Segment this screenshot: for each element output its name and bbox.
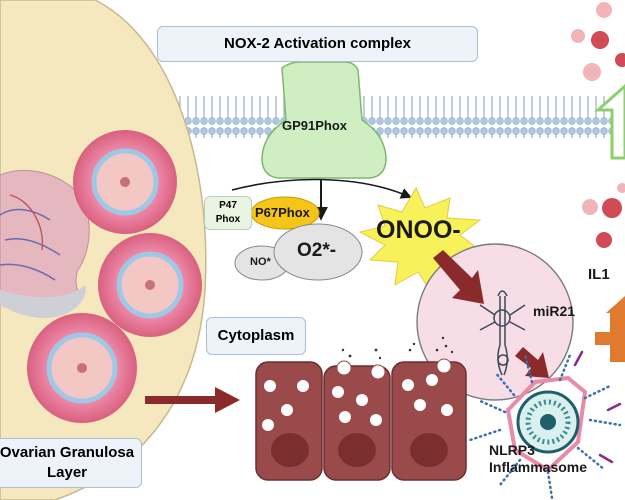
mir21-to-inflammasome-arrow <box>515 347 549 378</box>
nlrp3-label: NLRP3 Inflammasome <box>489 442 625 476</box>
il1-label: IL1 <box>588 266 610 283</box>
p47-label-1: P47 <box>219 200 237 211</box>
no-label: NO* <box>250 256 271 268</box>
cell-secretion-icon <box>255 336 467 481</box>
nlrp3-label-2: Inflammasome <box>489 459 588 475</box>
granulosa-follicle-icon <box>73 130 177 234</box>
green-release-arrow <box>594 83 625 160</box>
inflammasome-to-il1-arrow <box>595 310 625 362</box>
ovarian-label-1: Ovarian Granulosa <box>0 444 135 461</box>
p47-label-2: Phox <box>215 214 241 225</box>
p47-box: P47 Phox <box>204 196 252 230</box>
cytoplasm-box: Cytoplasm <box>206 317 306 355</box>
onoo-label: ONOO- <box>376 216 461 244</box>
ovarian-granulosa-box: Ovarian Granulosa Layer <box>0 438 142 488</box>
nox2-complex-label: NOX-2 Activation complex <box>224 35 411 52</box>
orange-arrow-head <box>606 296 625 313</box>
gp91phox-shape <box>261 61 387 179</box>
no-o2-shape <box>234 223 363 281</box>
o2-label: O2*- <box>297 240 337 261</box>
p47-to-onoo-arrow <box>231 178 413 199</box>
nlrp3-label-1: NLRP3 <box>489 442 535 458</box>
inflammasome-icon <box>468 350 622 500</box>
granulosa-follicle-icon <box>98 233 202 337</box>
rna-hairpin-icon <box>479 290 526 376</box>
mir21-label: miR21 <box>533 303 576 319</box>
cytoplasm-label: Cytoplasm <box>217 327 295 344</box>
granulosa-follicle-icon <box>27 313 137 423</box>
nox2-complex-box: NOX-2 Activation complex <box>157 26 478 62</box>
onoo-to-mir21-arrow <box>433 250 484 304</box>
ovarian-label-2: Layer <box>46 464 88 481</box>
gp91phox-label: GP91Phox <box>282 118 348 133</box>
cell-membrane <box>140 96 625 138</box>
red-blood-cell-icon <box>571 2 625 248</box>
ovary-to-cytoplasm-arrow <box>145 387 240 413</box>
p67phox-label: P67Phox <box>255 205 310 220</box>
